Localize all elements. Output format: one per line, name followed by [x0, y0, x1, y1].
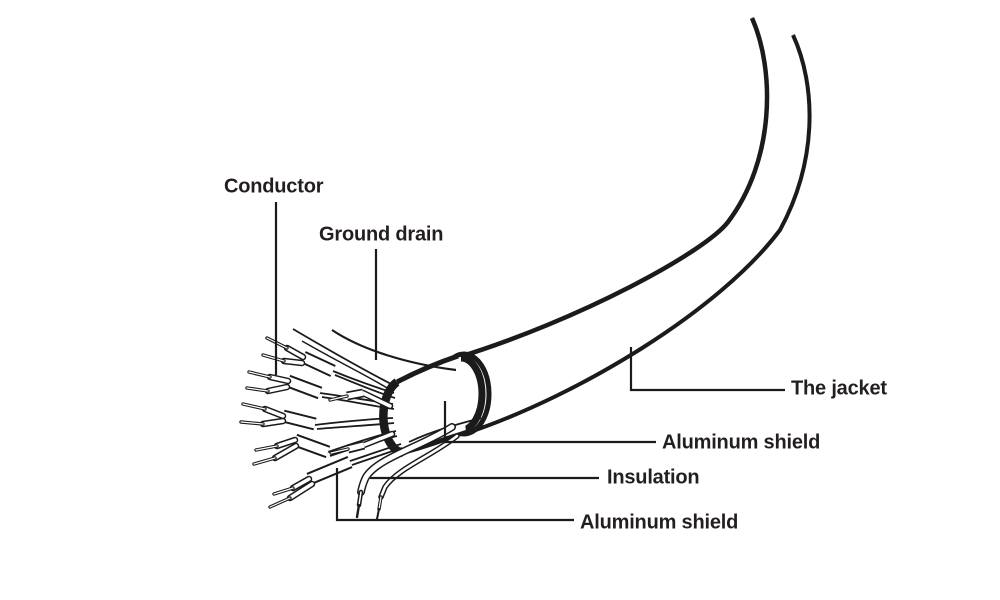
wire-pair	[245, 370, 323, 400]
single-wire	[329, 430, 396, 455]
ground-drain-wire	[331, 329, 457, 372]
jacket-tube	[455, 17, 812, 435]
label-aluminum-shield-pair: Aluminum shield	[580, 511, 739, 534]
leader-lines	[274, 202, 785, 522]
leader-aluminum-shield-pair	[335, 468, 574, 522]
jacket-upper-edge	[455, 17, 770, 361]
single-wire	[328, 388, 394, 410]
wire-pair	[252, 433, 331, 466]
leader-aluminum-shield-outer	[443, 401, 656, 444]
label-jacket: The jacket	[791, 377, 887, 400]
label-aluminum-shield-outer: Aluminum shield	[662, 431, 821, 454]
wire-pair	[261, 336, 336, 377]
label-conductor: Conductor	[224, 175, 324, 198]
wire-pair	[239, 402, 317, 431]
shield-band-in-jacket	[460, 354, 486, 434]
label-ground-drain: Ground drain	[319, 223, 444, 246]
jacket-lower-edge	[466, 34, 812, 435]
wire-pairs	[239, 336, 396, 509]
leader-jacket	[629, 347, 785, 392]
jacket-body	[456, 18, 810, 433]
shield-tube-top-edge	[395, 353, 459, 385]
insulated-wire	[355, 423, 456, 519]
label-insulation: Insulation	[607, 466, 700, 489]
wire-pair-foil-shield	[268, 455, 353, 509]
shield-end-ring	[379, 378, 405, 458]
